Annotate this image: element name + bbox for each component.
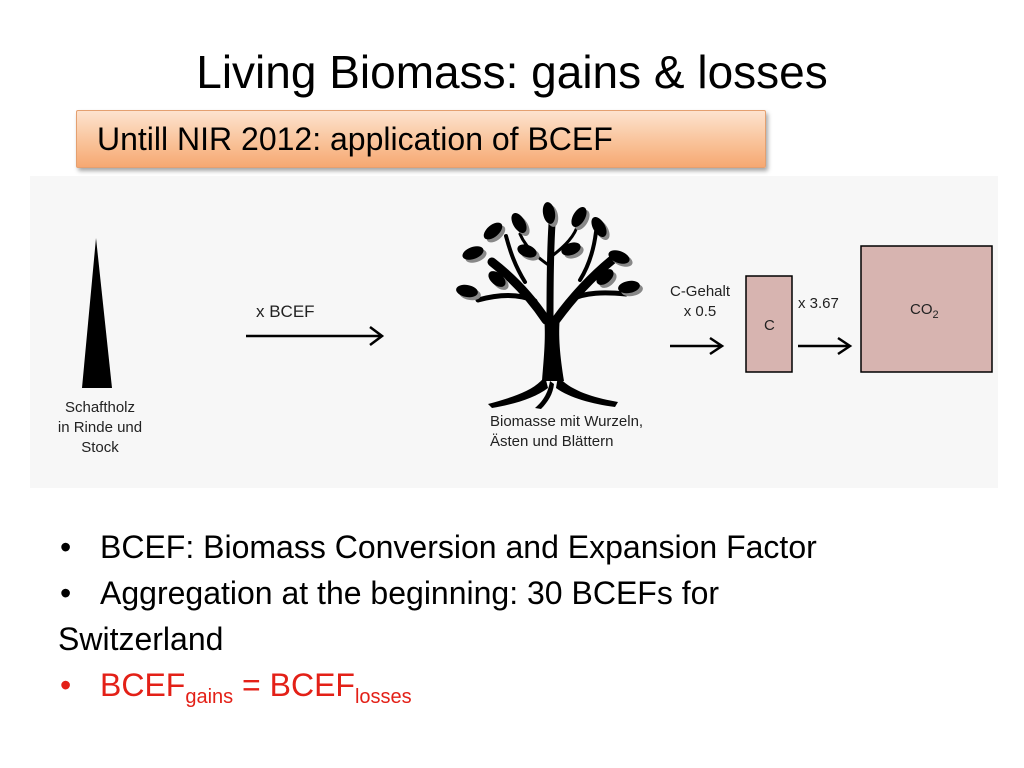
bullet-2-text-line-1: Aggregation at the beginning: 30 BCEFs f…	[100, 575, 720, 611]
tree-label: Biomasse mit Wurzeln, Ästen und Blättern	[490, 412, 643, 452]
bullet-list: • BCEF: Biomass Conversion and Expansion …	[58, 524, 980, 708]
tree-icon	[456, 202, 643, 409]
bullet-2-continuation: Switzerland	[58, 621, 224, 657]
carbon-box	[745, 275, 793, 373]
arrow-carbon-head	[709, 336, 725, 356]
arrow-co2-head	[837, 336, 853, 356]
carbon-content-line-2: x 0.5	[683, 303, 717, 320]
co2-box	[860, 245, 993, 373]
bullet-dot: •	[60, 529, 72, 565]
bullet-dot: •	[60, 575, 72, 611]
bullet-3-sub-losses: losses	[354, 686, 412, 708]
bullet-3-bcef: BCEF	[100, 667, 186, 703]
stem-label-line-3: Stock	[81, 439, 119, 456]
factor-label: x 3.67	[798, 295, 839, 312]
bullet-3-sub-gains: gains	[185, 686, 234, 708]
subtitle-text: Untill NIR 2012: application of BCEF	[97, 121, 613, 157]
bullet-3: • BCEFgains = BCEFlosses	[60, 662, 980, 708]
tree-label-line-1: Biomasse mit Wurzeln,	[490, 413, 644, 430]
subtitle-box: Untill NIR 2012: application of BCEF	[76, 110, 766, 168]
arrow-bcef-head	[369, 326, 385, 346]
biomass-diagram: Schaftholz in Rinde und Stock x BCEF Bio…	[30, 176, 998, 488]
carbon-box-label: C	[764, 317, 775, 334]
stem-label-line-1: Schaftholz	[64, 399, 136, 416]
bullet-1-text: BCEF: Biomass Conversion and Expansion F…	[100, 529, 817, 565]
carbon-content-line-1: C-Gehalt	[669, 283, 731, 300]
slide-title: Living Biomass: gains & losses	[196, 46, 828, 98]
co2-label-main: CO	[910, 301, 933, 318]
co2-label: CO2	[910, 300, 939, 325]
diagram-graphics	[82, 202, 993, 409]
stem-label: Schaftholz in Rinde und Stock	[40, 398, 160, 458]
bullet-1: • BCEF: Biomass Conversion and Expansion …	[60, 524, 980, 570]
tree-label-line-2: Ästen und Blättern	[490, 433, 614, 450]
carbon-content-label: C-Gehalt x 0.5	[660, 282, 740, 322]
stem-label-line-2: in Rinde und	[57, 419, 143, 436]
co2-label-sub: 2	[932, 309, 939, 321]
bullet-dot: •	[60, 667, 72, 703]
bullet-3-equals: = BCEF	[233, 667, 355, 703]
bullet-2: • Aggregation at the beginning: 30 BCEFs …	[60, 570, 980, 616]
stem-wedge-icon	[82, 238, 112, 388]
arrow-bcef-label: x BCEF	[256, 302, 315, 321]
